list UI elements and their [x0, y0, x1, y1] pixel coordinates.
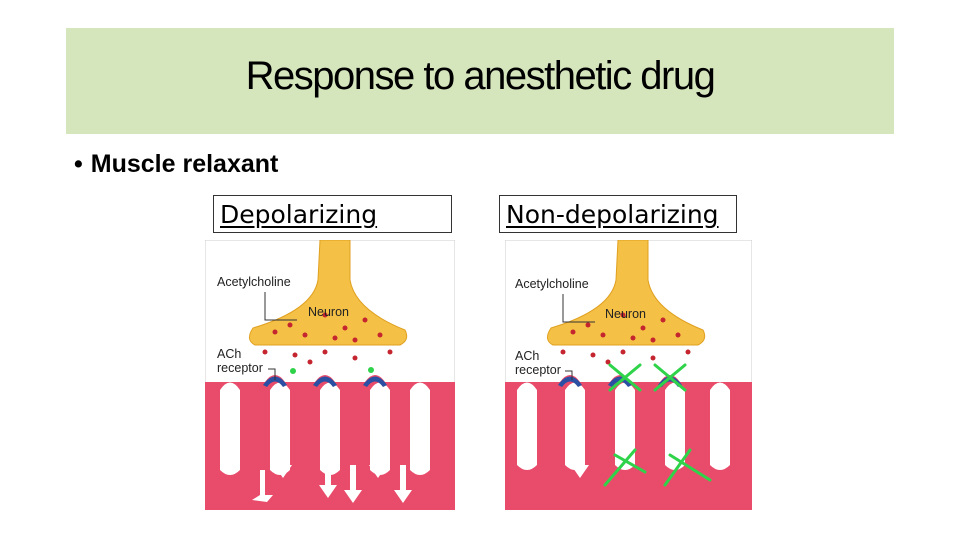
depolarizing-diagram: Acetylcholine Neuron ACh receptor: [205, 240, 455, 510]
depolarization-arrows: [252, 450, 412, 503]
junctional-folds: [517, 382, 730, 470]
label-neuron: Neuron: [605, 307, 646, 321]
receptor-leader: [268, 368, 276, 380]
ach-receptors: [263, 376, 387, 387]
label-acetylcholine: Acetylcholine: [515, 277, 589, 291]
slide-title: Response to anesthetic drug: [245, 54, 716, 98]
non-depolarizing-heading: Non-depolarizing: [499, 195, 737, 233]
label-receptor: receptor: [217, 361, 263, 375]
ach-vesicles: [560, 312, 691, 365]
label-receptor: receptor: [515, 363, 561, 377]
acetylcholine-leader: [562, 294, 595, 323]
title-band: Response to anesthetic drug: [66, 28, 894, 134]
receptor-leader: [565, 370, 573, 380]
blocked-receptor-marks: [608, 363, 687, 392]
non-depolarizing-diagram: Acetylcholine Neuron ACh receptor: [505, 240, 752, 510]
label-ach: ACh: [217, 347, 241, 361]
ach-vesicles: [262, 312, 393, 365]
junctional-folds: [220, 382, 430, 475]
blocked-arrow-marks: [603, 448, 712, 487]
neuron: [547, 240, 706, 346]
depolarization-arrows: [571, 450, 589, 478]
drug-molecules: [290, 367, 374, 374]
label-neuron: Neuron: [308, 305, 349, 319]
depolarizing-heading: Depolarizing: [213, 195, 452, 233]
bullet-item: •Muscle relaxant: [74, 150, 278, 179]
acetylcholine-leader: [264, 292, 297, 321]
neuron: [249, 240, 408, 346]
label-acetylcholine: Acetylcholine: [217, 275, 291, 289]
bullet-text: Muscle relaxant: [90, 150, 279, 178]
label-ach: ACh: [515, 349, 539, 363]
bullet-marker: •: [74, 150, 83, 178]
